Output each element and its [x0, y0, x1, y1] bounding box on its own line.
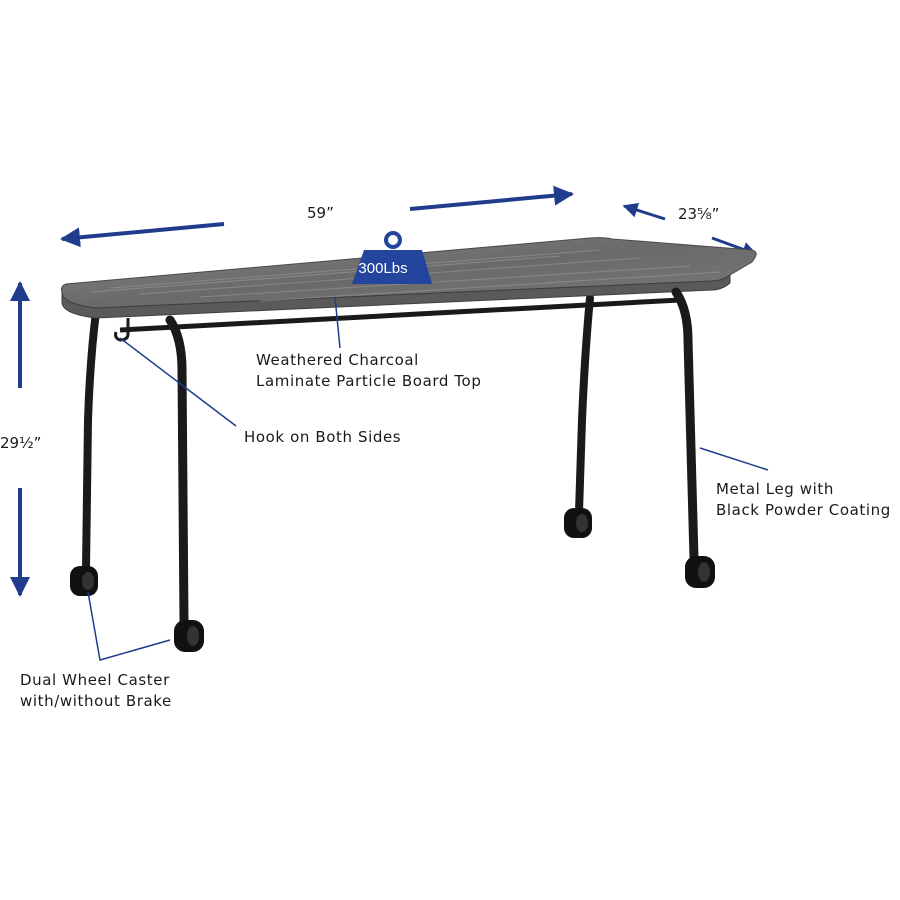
back-right-leg	[575, 294, 594, 516]
badge-ring	[384, 231, 402, 249]
tabletop-edge	[61, 274, 731, 319]
caster-front-right	[685, 556, 715, 588]
badge-weight-shape	[352, 250, 432, 284]
leader-top	[334, 296, 341, 349]
height-dimension-label: 29¹⁄₂”	[0, 434, 42, 452]
callout-caster-line-1: Dual Wheel Caster	[20, 671, 170, 689]
depth-arrow-back	[622, 202, 666, 221]
callout-leg-line-1: Metal Leg with	[716, 480, 835, 498]
caster-back-left	[70, 566, 98, 596]
leader-leg	[699, 447, 769, 471]
width-arrow-right	[409, 185, 574, 211]
leader-hook	[119, 337, 237, 427]
front-legs	[165, 287, 699, 627]
back-left-leg	[82, 308, 100, 572]
callout-tabletop-line-2: Laminate Particle Board Top	[256, 372, 482, 390]
caster-hub	[187, 626, 199, 646]
callout-hook-line-1: Hook on Both Sides	[244, 428, 402, 446]
callout-caster: Dual Wheel Caster with/without Brake	[20, 670, 172, 712]
grain-line	[259, 271, 721, 302]
front-left-leg	[165, 315, 189, 627]
table-apron	[119, 297, 681, 333]
caster-hub	[698, 562, 710, 582]
leader-caster	[87, 591, 171, 661]
width-dimension-arrows	[60, 185, 574, 248]
callout-tabletop-line-1: Weathered Charcoal	[256, 351, 419, 369]
caster-hub	[576, 514, 588, 532]
hook-icon	[114, 318, 130, 342]
callout-leaders	[87, 296, 769, 661]
weight-capacity-badge	[352, 231, 432, 284]
casters	[70, 508, 715, 652]
width-arrow-left	[60, 222, 225, 248]
grain-line	[89, 255, 561, 293]
callout-leg: Metal Leg with Black Powder Coating	[716, 479, 891, 521]
caster-hub	[82, 572, 94, 590]
caster-back-right	[564, 508, 592, 538]
back-legs	[82, 294, 594, 572]
front-right-leg	[671, 287, 699, 563]
callout-hook: Hook on Both Sides	[244, 427, 401, 448]
callout-leg-line-2: Black Powder Coating	[716, 501, 891, 519]
grain-line	[109, 249, 601, 289]
grain-line	[199, 265, 691, 298]
weight-capacity-label: 300Lbs	[358, 260, 408, 277]
width-dimension-label: 59”	[307, 204, 334, 222]
wood-grain	[89, 249, 721, 302]
callout-caster-line-2: with/without Brake	[20, 692, 172, 710]
callout-tabletop: Weathered Charcoal Laminate Particle Boa…	[256, 350, 481, 392]
depth-dimension-label: 23⁵⁄₈”	[678, 205, 720, 223]
caster-front-left	[174, 620, 204, 652]
